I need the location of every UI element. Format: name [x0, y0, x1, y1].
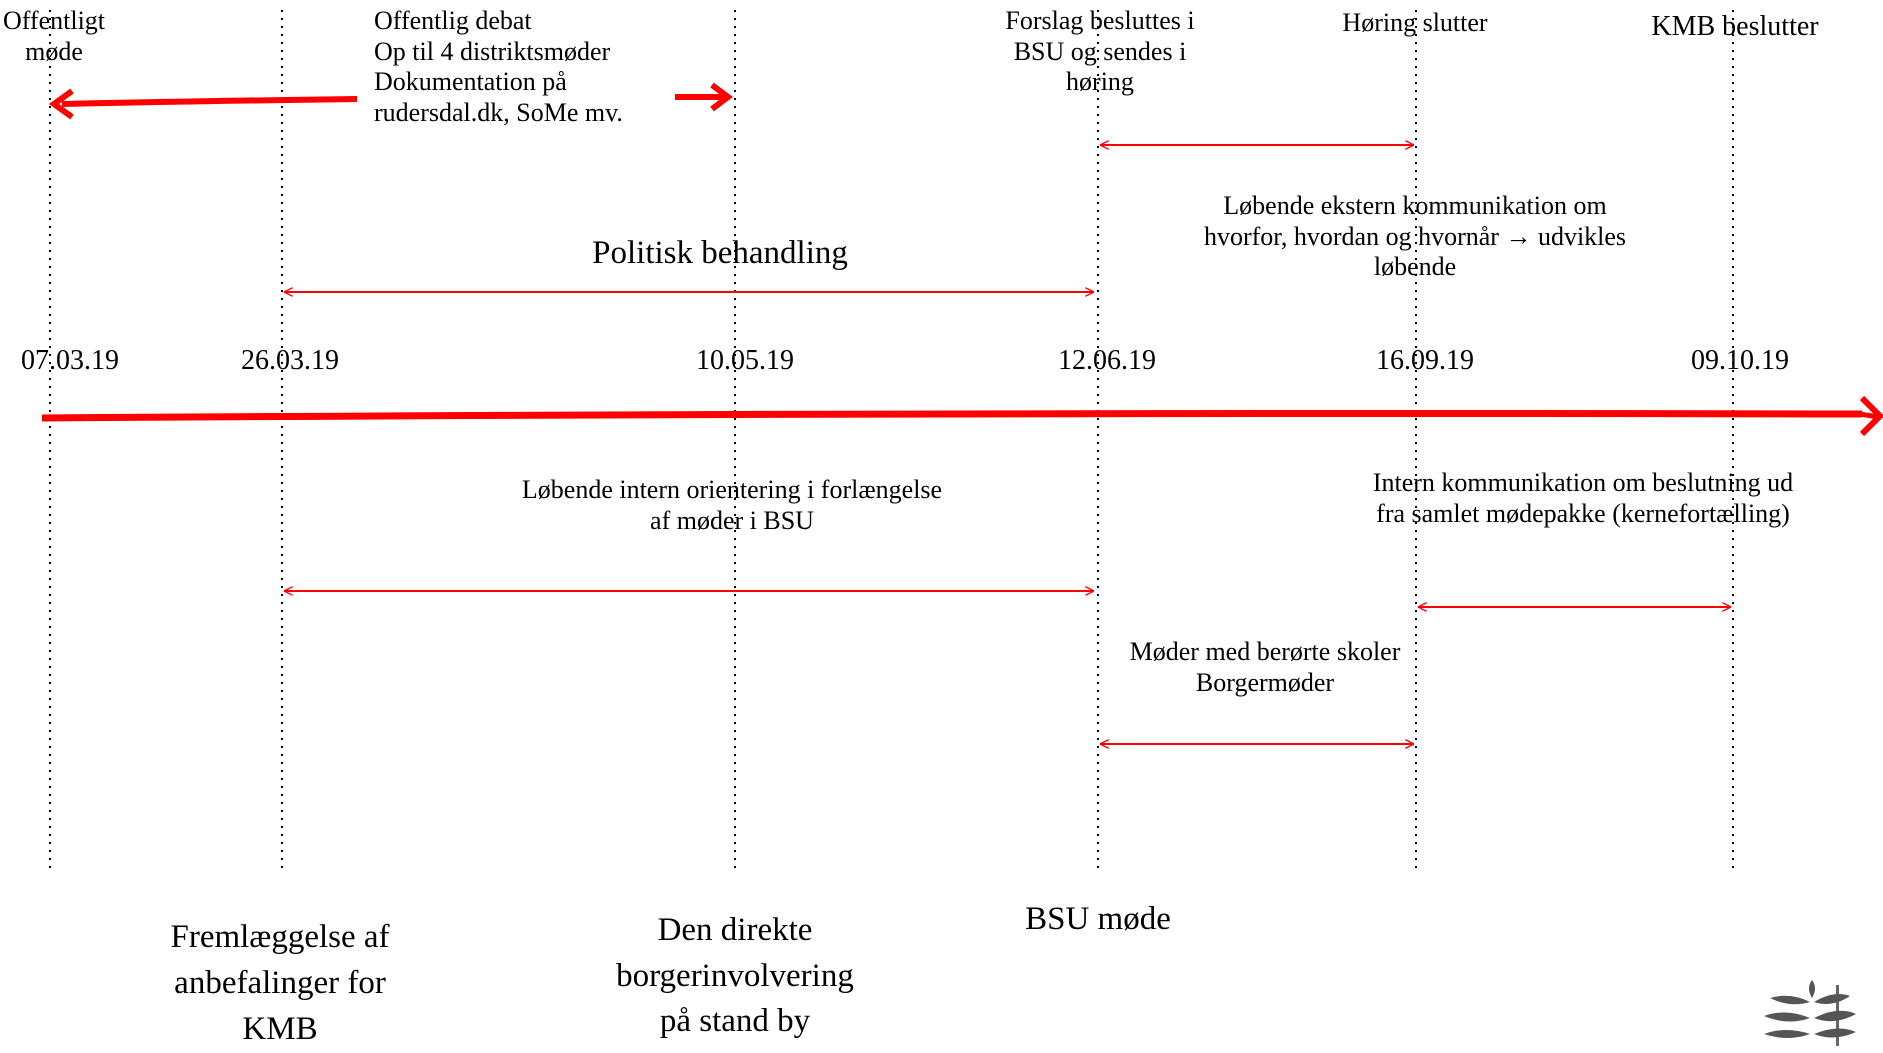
kmb-beslutter-label: KMB beslutter: [1651, 11, 1819, 42]
bsu-mode-label: BSU møde: [1025, 901, 1171, 937]
main-timeline-arrow: [41, 395, 1883, 437]
fremlaeggelse-line-3: KMB: [242, 1011, 318, 1048]
ekstern-komm-line-3: løbende: [1373, 252, 1457, 282]
date-10-05-19: 10.05.19: [696, 345, 794, 376]
offentligt-mode-label: Offentligt møde: [0, 6, 108, 67]
tree-logo-icon: [1764, 980, 1856, 1046]
dotted-guides: [49, 10, 1734, 870]
horing-slutter-label: Høring slutter: [1342, 8, 1488, 37]
offentlig-debat-line-3: Dokumentation på: [374, 67, 567, 97]
direkte-line-3: på stand by: [659, 1003, 811, 1040]
intern-kommunikation-label: Intern kommunikation om beslutning ud fr…: [1300, 468, 1866, 529]
forslag-line-1: Forslag besluttes i: [1005, 6, 1195, 35]
moder-line-1: Møder med berørte skoler: [1129, 637, 1401, 666]
intern-komm-line-1: Intern kommunikation om beslutning ud: [1372, 468, 1794, 497]
date-26-03-19: 26.03.19: [241, 345, 339, 376]
intern-orientering-line-1: Løbende intern orientering i forlængelse: [521, 475, 943, 504]
forslag-line-2: BSU og sendes i: [1013, 36, 1187, 66]
fremlaeggelse-line-1: Fremlæggelse af: [170, 919, 390, 955]
moder-line-2: Borgermøder: [1195, 667, 1335, 697]
date-16-09-19: 16.09.19: [1376, 345, 1474, 376]
date-07-03-19: 07.03.19: [21, 345, 119, 376]
offentlig-debat-line-1: Offentlig debat: [374, 6, 532, 35]
fremlaeggelse-line-2: anbefalinger for: [174, 965, 386, 1002]
fremlaeggelse-label: Fremlæggelse af anbefalinger for KMB: [120, 914, 440, 1053]
direkte-line-2: borgerinvolvering: [616, 957, 854, 994]
direkte-borgerinvolvering-label: Den direkte borgerinvolvering på stand b…: [575, 908, 895, 1045]
offentligt-mode-line-2: møde: [25, 36, 83, 66]
offentlig-debat-line-2: Op til 4 distriktsmøder: [374, 36, 611, 66]
date-12-06-19: 12.06.19: [1058, 345, 1156, 376]
offentligt-mode-line-1: Offentligt: [2, 6, 106, 35]
date-09-10-19: 09.10.19: [1691, 345, 1789, 376]
offentlig-debat-label: Offentlig debat Op til 4 distriktsmøder …: [374, 6, 623, 129]
politisk-behandling-label: Politisk behandling: [592, 235, 848, 271]
forslag-line-3: høring: [1066, 67, 1134, 97]
ekstern-kommunikation-label: Løbende ekstern kommunikation om hvorfor…: [1115, 191, 1715, 283]
ekstern-komm-line-1: Løbende ekstern kommunikation om: [1223, 191, 1607, 220]
intern-komm-line-2: fra samlet mødepakke (kernefortælling): [1376, 498, 1790, 528]
ekstern-komm-line-2: hvorfor, hvordan og hvornår → udvikles: [1203, 221, 1627, 251]
forslag-label: Forslag besluttes i BSU og sendes i høri…: [960, 6, 1240, 98]
offentlig-debat-arrows: [48, 82, 733, 120]
intern-orientering-line-2: af møder i BSU: [650, 505, 814, 535]
offentlig-debat-line-4: rudersdal.dk, SoMe mv.: [374, 98, 623, 128]
intern-orientering-label: Løbende intern orientering i forlængelse…: [432, 475, 1032, 536]
moder-label: Møder med berørte skoler Borgermøder: [1055, 637, 1475, 698]
direkte-line-1: Den direkte: [657, 912, 813, 948]
